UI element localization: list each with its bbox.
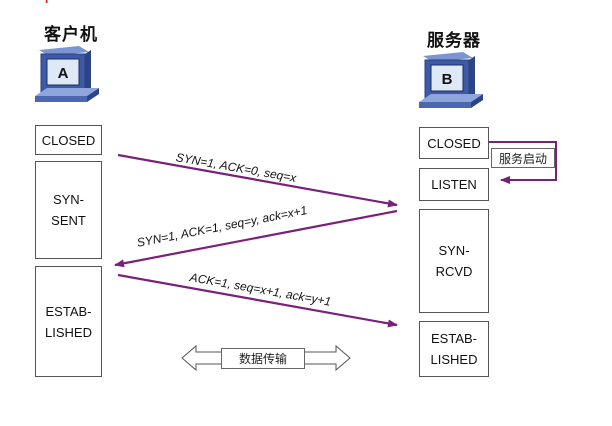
syn-arrow: [117, 153, 398, 208]
server-computer-icon: B: [419, 52, 483, 108]
client-state-label: ESTAB- LISHED: [45, 303, 92, 340]
server-title: 服务器: [427, 31, 481, 51]
server-state-label: LISTEN: [431, 177, 477, 192]
client-state-label: CLOSED: [41, 132, 96, 148]
ack-arrow: [117, 273, 398, 328]
syn-ack-arrow: [114, 209, 398, 268]
client-state-closed: CLOSED: [35, 125, 102, 155]
server-state-listen: LISTEN: [419, 168, 489, 201]
client-computer-icon: A: [35, 46, 99, 102]
server-state-closed: CLOSED: [419, 127, 489, 159]
server-state-established: ESTAB- LISHED: [419, 321, 489, 377]
client-state-label: SYN- SENT: [51, 192, 86, 228]
corner-mark: +: [42, 0, 51, 9]
server-state-label: SYN- RCVD: [435, 243, 473, 279]
server-state-label: CLOSED: [427, 135, 481, 151]
client-state-syn-sent: SYN- SENT: [35, 161, 102, 259]
server-state-syn-rcvd: SYN- RCVD: [419, 209, 489, 313]
client-badge: A: [58, 65, 69, 82]
server-start-arrow: [489, 141, 557, 184]
server-state-label: ESTAB- LISHED: [430, 331, 478, 367]
client-state-established: ESTAB- LISHED: [35, 266, 102, 377]
server-start-label: 服务启动: [491, 148, 555, 168]
server-badge: B: [442, 71, 453, 88]
data-transfer-label: 数据传输: [221, 348, 305, 369]
client-title: 客户机: [44, 25, 98, 45]
